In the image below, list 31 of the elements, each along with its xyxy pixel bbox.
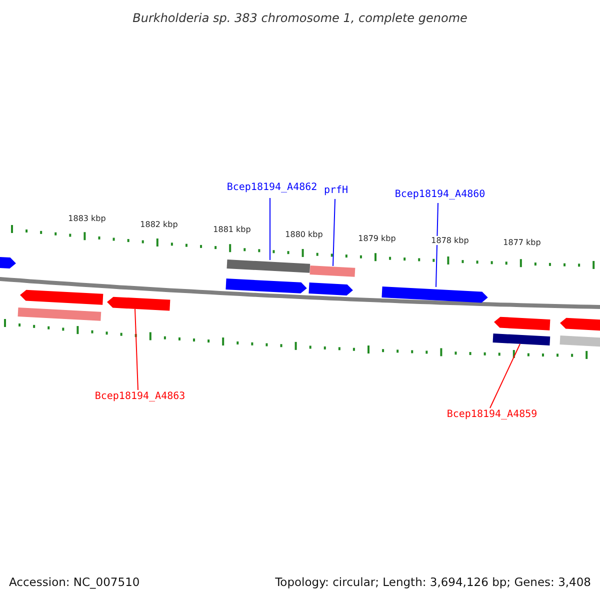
scale-label: 1882 kbp bbox=[139, 220, 179, 229]
gene-block bbox=[310, 266, 356, 277]
gene-label: Bcep18194_A4859 bbox=[446, 409, 538, 421]
scale-label: 1878 kbp bbox=[430, 236, 470, 245]
gene-block bbox=[382, 286, 488, 303]
gene-label: Bcep18194_A4863 bbox=[94, 391, 186, 403]
gene-block bbox=[18, 308, 102, 321]
leader-line bbox=[490, 344, 520, 408]
gene-block bbox=[107, 296, 170, 311]
gene-block bbox=[492, 334, 550, 346]
gene-block bbox=[0, 256, 16, 269]
scale-label: 1883 kbp bbox=[67, 214, 107, 223]
gene-block bbox=[226, 260, 310, 273]
scale-label: 1881 kbp bbox=[212, 225, 252, 234]
leader-line bbox=[134, 308, 138, 390]
gene-block bbox=[20, 290, 104, 305]
scale-label: 1879 kbp bbox=[357, 234, 397, 243]
gene-block bbox=[560, 336, 600, 347]
gene-label: Bcep18194_A4860 bbox=[394, 189, 486, 201]
gene-block bbox=[494, 316, 550, 330]
scale-label: 1880 kbp bbox=[284, 230, 324, 239]
gene-block bbox=[560, 318, 600, 331]
leader-line bbox=[436, 202, 438, 288]
accession-text: Accession: NC_007510 bbox=[9, 575, 140, 589]
gene-block bbox=[308, 282, 353, 296]
genome-summary: Topology: circular; Length: 3,694,126 bp; Genes: 3,408 bbox=[275, 575, 591, 589]
gene-label: Bcep18194_A4862 bbox=[226, 182, 318, 194]
gene-label: prfH bbox=[324, 185, 348, 197]
scale-label: 1877 kbp bbox=[502, 238, 542, 247]
leader-line bbox=[332, 198, 336, 266]
map-title: Burkholderia sp. 383 chromosome 1, complete genome bbox=[132, 11, 468, 25]
